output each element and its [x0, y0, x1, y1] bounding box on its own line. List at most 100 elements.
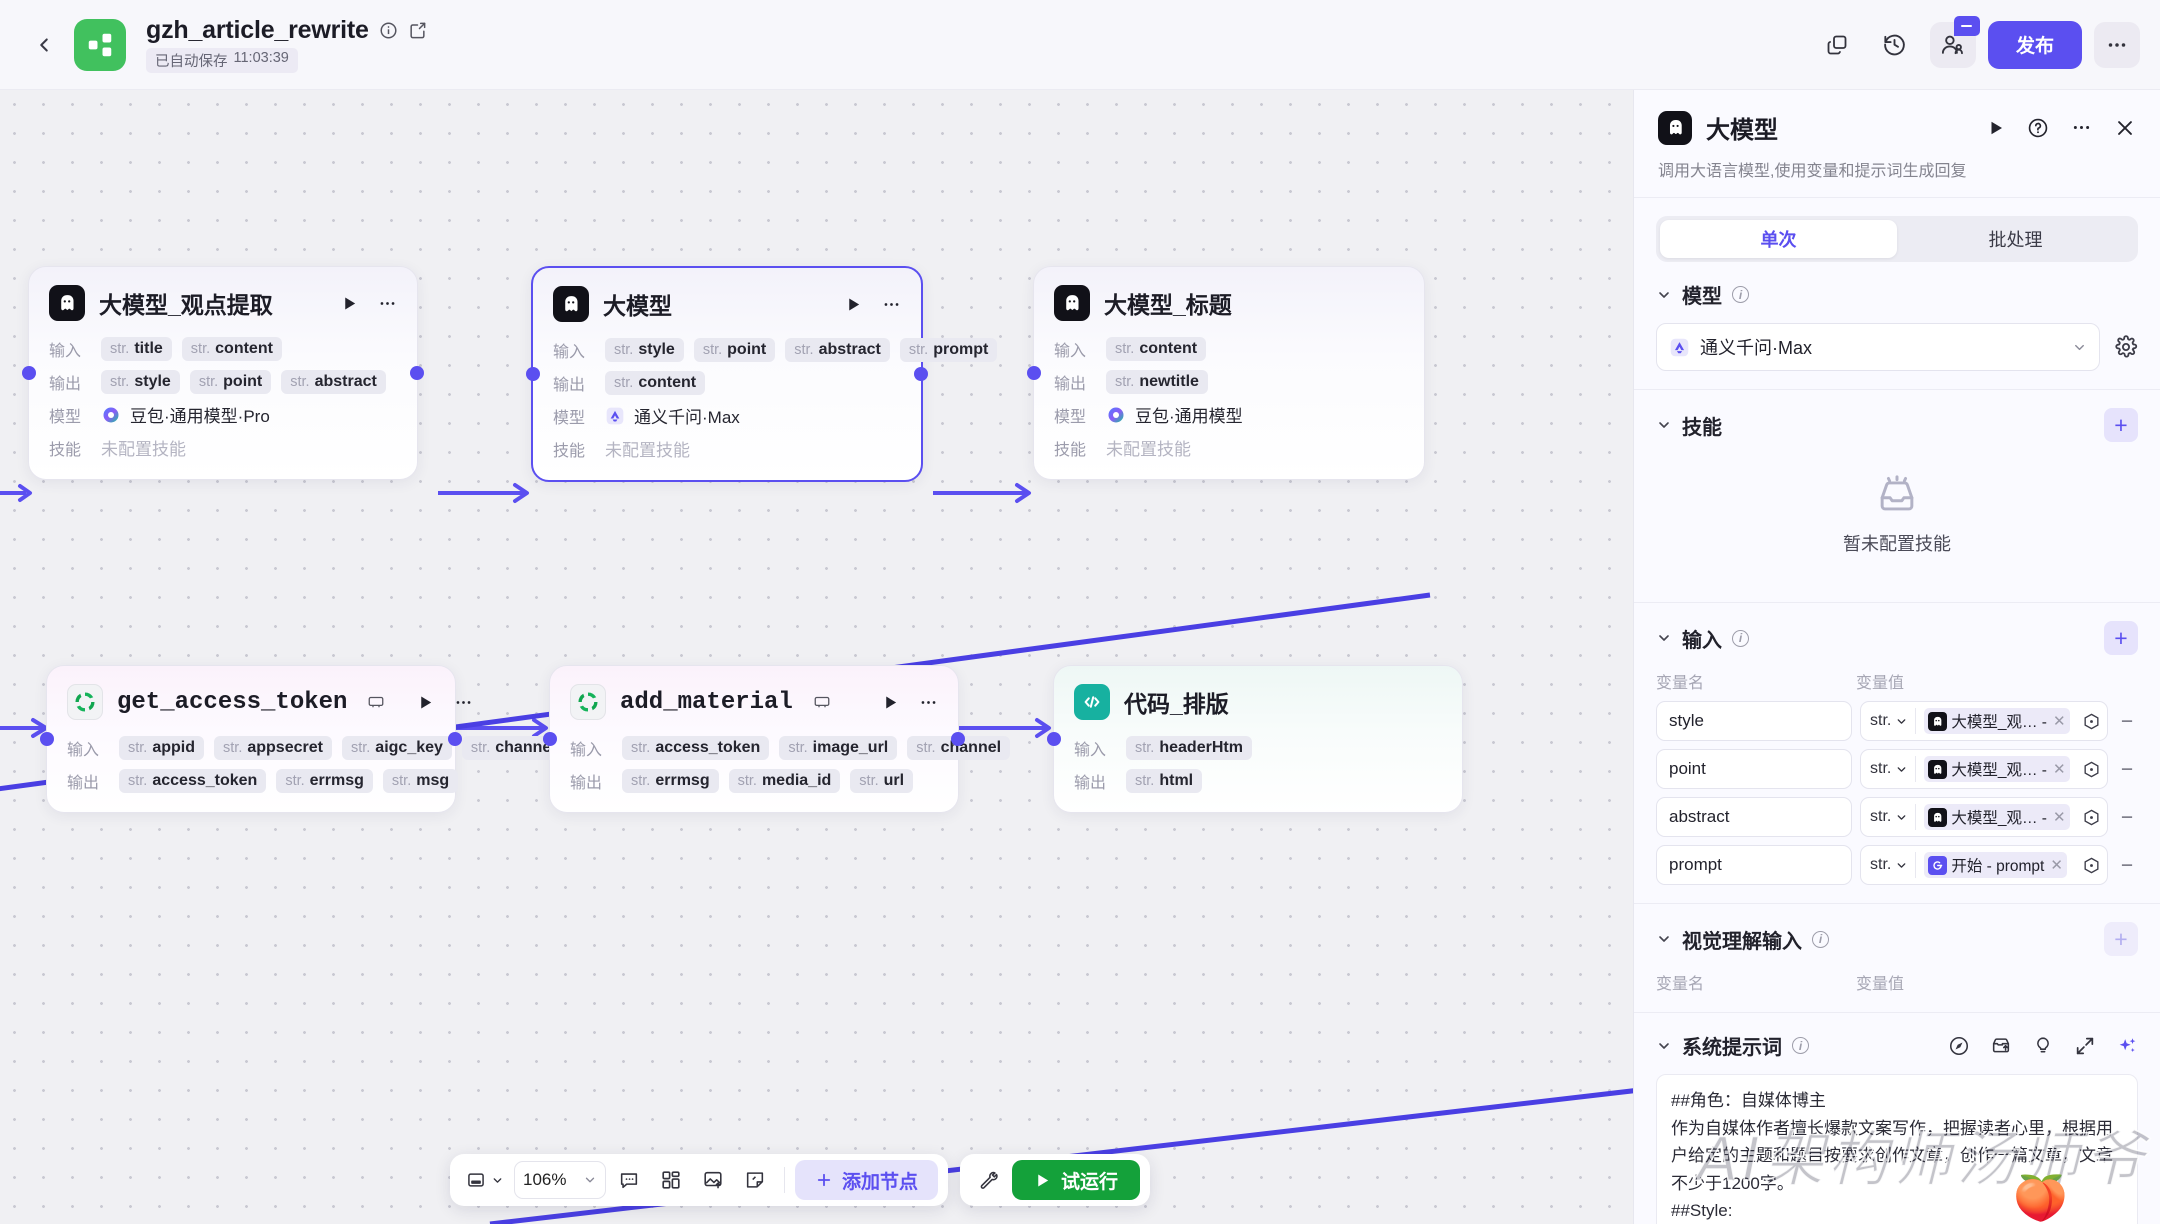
node-run-icon[interactable]	[882, 694, 899, 711]
back-button[interactable]	[22, 23, 66, 67]
chevron-down-icon[interactable]	[1656, 630, 1672, 646]
fit-screen-button[interactable]	[460, 1161, 510, 1199]
lightbulb-icon[interactable]	[2032, 1035, 2054, 1057]
node-port-out[interactable]	[914, 367, 928, 381]
node-port-in[interactable]	[1047, 732, 1061, 746]
close-x-icon[interactable]: ✕	[2052, 809, 2066, 826]
variable-type-select[interactable]: str.	[1870, 708, 1917, 734]
remove-variable-button[interactable]: −	[2120, 805, 2134, 829]
variable-name-input[interactable]: abstract	[1656, 797, 1852, 837]
duplicate-icon[interactable]	[1814, 22, 1860, 68]
node-run-icon[interactable]	[417, 694, 434, 711]
add-input-variable-button[interactable]: +	[2104, 621, 2138, 655]
history-clock-icon[interactable]	[1872, 22, 1918, 68]
node-port-in[interactable]	[526, 367, 540, 381]
more-horizontal-icon[interactable]	[2071, 117, 2092, 138]
variable-value-field[interactable]: str. 大模型_观… - ✕	[1860, 749, 2108, 789]
chevron-down-icon[interactable]	[1656, 417, 1672, 433]
node-port-in[interactable]	[22, 366, 36, 380]
node-port-out[interactable]	[951, 732, 965, 746]
target-icon[interactable]	[2082, 712, 2101, 731]
node-model: 豆包·通用模型·Pro	[101, 402, 270, 427]
chevron-down-icon[interactable]	[1656, 931, 1672, 947]
layout-button[interactable]	[652, 1161, 690, 1199]
compass-icon[interactable]	[1948, 1035, 1970, 1057]
io-chip: str.title	[101, 336, 172, 361]
variable-reference-tag[interactable]: 大模型_观… - ✕	[1924, 756, 2070, 782]
remove-variable-button[interactable]: −	[2120, 757, 2134, 781]
variable-type-select[interactable]: str.	[1870, 852, 1917, 878]
node-more-icon[interactable]	[882, 295, 901, 314]
run-test-button[interactable]: 试运行	[1012, 1160, 1141, 1200]
close-x-icon[interactable]: ✕	[2050, 857, 2063, 874]
variable-value-field[interactable]: str. 大模型_观… - ✕	[1860, 797, 2108, 837]
chevron-down-icon	[585, 1177, 595, 1183]
node-more-icon[interactable]	[378, 294, 397, 313]
variable-type-select[interactable]: str.	[1870, 804, 1917, 830]
node-port-out[interactable]	[410, 366, 424, 380]
node-port-in[interactable]	[40, 732, 54, 746]
tab-single[interactable]: 单次	[1660, 220, 1897, 258]
node-get-access-token[interactable]: get_access_token 输入 str.appid str.appsec…	[40, 665, 565, 813]
node-port-in[interactable]	[543, 732, 557, 746]
zoom-level-selector[interactable]: 106%	[514, 1161, 606, 1199]
gear-icon[interactable]	[2114, 335, 2138, 359]
add-vision-variable-button[interactable]: +	[2104, 922, 2138, 956]
variable-name-input[interactable]: prompt	[1656, 845, 1852, 885]
system-prompt-textarea[interactable]: ##角色：自媒体博主 作为自媒体作者擅长爆款文案写作，把握读者心里，根据用户给定…	[1656, 1074, 2138, 1224]
variable-type-select[interactable]: str.	[1870, 756, 1917, 782]
variable-reference-tag[interactable]: 大模型_观… - ✕	[1924, 708, 2070, 734]
node-port-out[interactable]	[448, 732, 462, 746]
node-more-icon[interactable]	[454, 693, 473, 712]
target-icon[interactable]	[2082, 856, 2101, 875]
chevron-down-icon[interactable]	[1656, 1038, 1672, 1054]
variable-value-field[interactable]: str. 开始 - prompt ✕	[1860, 845, 2108, 885]
sparkle-magic-icon[interactable]	[2116, 1035, 2138, 1057]
remove-variable-button[interactable]: −	[2120, 709, 2134, 733]
expand-icon[interactable]	[2074, 1035, 2096, 1057]
image-button[interactable]	[694, 1161, 732, 1199]
node-model: 通义千问·Max	[605, 403, 740, 428]
info-circle-icon[interactable]: i	[1812, 930, 1829, 948]
note-button[interactable]	[736, 1161, 774, 1199]
add-skill-button[interactable]: +	[2104, 408, 2138, 442]
variable-name-input[interactable]: point	[1656, 749, 1852, 789]
info-circle-icon[interactable]: i	[1792, 1037, 1809, 1054]
close-x-icon[interactable]	[2114, 117, 2136, 139]
chevron-down-icon[interactable]	[1656, 287, 1672, 303]
node-llm-main[interactable]: 大模型 输入 str.style str.point str.abstract …	[526, 266, 998, 482]
remove-variable-button[interactable]: −	[2120, 853, 2134, 877]
prompt-library-icon[interactable]	[1990, 1035, 2012, 1057]
question-circle-icon[interactable]	[2027, 117, 2049, 139]
edit-square-icon[interactable]	[408, 21, 427, 40]
comment-button[interactable]	[610, 1161, 648, 1199]
tab-batch[interactable]: 批处理	[1988, 230, 2043, 250]
node-run-icon[interactable]	[845, 296, 862, 313]
node-run-icon[interactable]	[341, 295, 358, 312]
collaborators-button[interactable]	[1929, 15, 1980, 68]
panel-run-icon[interactable]	[1987, 119, 2005, 137]
close-x-icon[interactable]: ✕	[2052, 761, 2066, 778]
info-circle-icon[interactable]	[379, 21, 398, 40]
add-node-button[interactable]: 添加节点	[795, 1160, 939, 1200]
info-circle-icon[interactable]: i	[1732, 286, 1749, 303]
variable-name-input[interactable]: style	[1656, 701, 1852, 741]
node-llm-title[interactable]: 大模型_标题 输入 str.content 输出 str.newtitle 模型…	[1027, 266, 1425, 480]
workflow-canvas[interactable]: 大模型_观点提取 输入 str.title str.content 输出 str…	[0, 90, 1633, 1224]
node-llm-viewpoint[interactable]: 大模型_观点提取 输入 str.title str.content 输出 str…	[22, 266, 424, 480]
publish-button[interactable]: 发布	[1987, 20, 2082, 69]
target-icon[interactable]	[2082, 760, 2101, 779]
node-port-in[interactable]	[1027, 366, 1041, 380]
node-more-icon[interactable]	[919, 693, 938, 712]
variable-reference-tag[interactable]: 大模型_观… - ✕	[1924, 804, 2070, 830]
tool-button[interactable]	[970, 1161, 1008, 1199]
variable-reference-tag[interactable]: 开始 - prompt ✕	[1924, 852, 2067, 878]
close-x-icon[interactable]: ✕	[2052, 713, 2066, 730]
variable-value-field[interactable]: str. 大模型_观… - ✕	[1860, 701, 2108, 741]
node-add-material[interactable]: add_material 输入 str.access_token str.ima…	[543, 665, 1011, 813]
more-horizontal-icon[interactable]	[2094, 21, 2140, 68]
model-select[interactable]: 通义千问·Max	[1656, 323, 2100, 371]
node-code-layout[interactable]: 代码_排版 输入 str.headerHtm 输出 str.html	[1047, 665, 1463, 813]
info-circle-icon[interactable]: i	[1732, 629, 1749, 647]
target-icon[interactable]	[2082, 808, 2101, 827]
